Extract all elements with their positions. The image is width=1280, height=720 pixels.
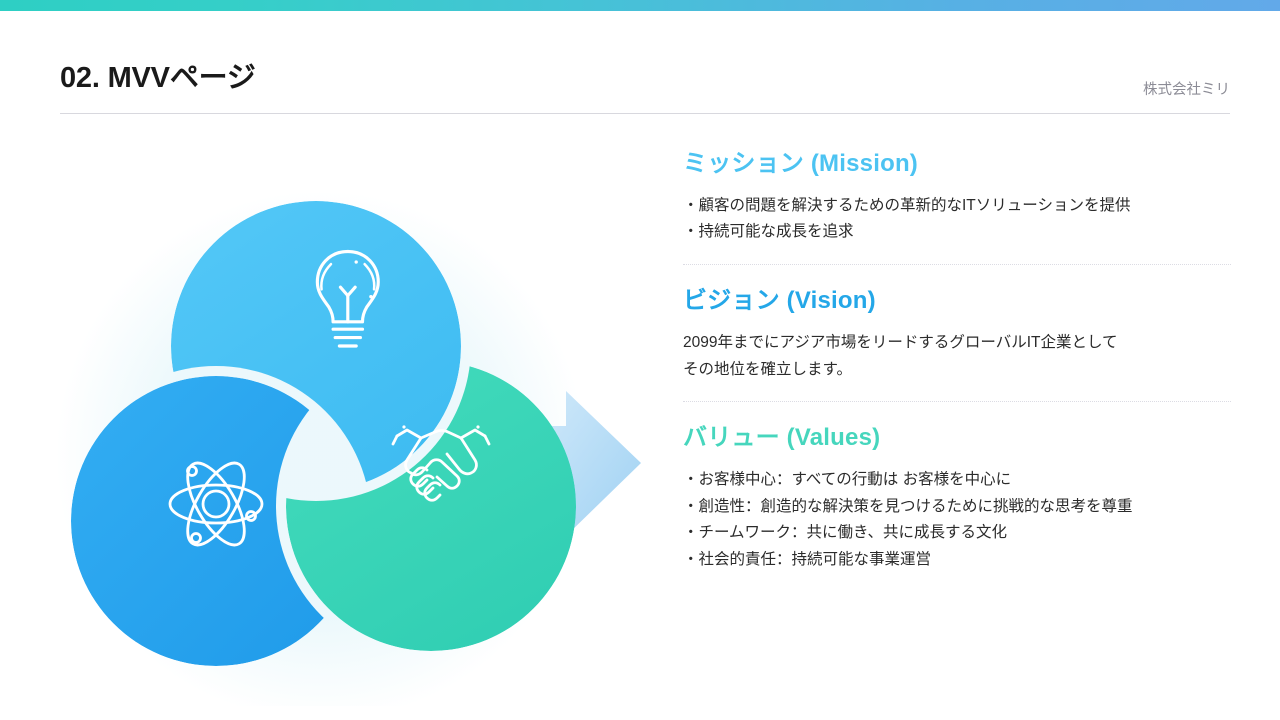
company-name: 株式会社ミリ <box>1143 82 1230 98</box>
header-divider <box>60 113 1230 114</box>
top-gradient-bar <box>0 0 1280 11</box>
bullet-item: ・社会的責任：持続可能な事業運営 <box>683 550 932 568</box>
mvv-venn-diagram <box>36 136 676 706</box>
section-divider <box>683 264 1231 266</box>
section-mission: ミッション (Mission) ・顧客の問題を解決するための革新的なITソリュー… <box>683 150 1231 246</box>
section-title-vision: ビジョン (Vision) <box>683 287 876 315</box>
section-title-values: バリュー (Values) <box>683 424 881 452</box>
section-body-mission: ・顧客の問題を解決するための革新的なITソリューションを提供 ・持続可能な成長を… <box>683 193 1231 246</box>
circle-left-atom <box>71 376 361 666</box>
bullet-item: ・創造性：創造的な解決策を見つけるために挑戦的な思考を尊重 <box>683 497 1133 515</box>
spacer <box>683 265 1231 287</box>
mvv-content-column: ミッション (Mission) ・顧客の問題を解決するための革新的なITソリュー… <box>683 150 1231 574</box>
section-title-mission: ミッション (Mission) <box>683 150 918 177</box>
bullet-item: ・お客様中心：すべての行動は お客様を中心に <box>683 471 1012 489</box>
section-body-vision: 2099年までにアジア市場をリードするグローバルIT企業として その地位を確立し… <box>683 330 1231 383</box>
bullet-item: ・持続可能な成長を追求 <box>683 223 854 241</box>
section-divider <box>683 401 1231 403</box>
page-title: 02. MVVページ <box>60 62 256 94</box>
section-values: バリュー (Values) ・お客様中心：すべての行動は お客様を中心に ・創造… <box>683 424 1231 573</box>
section-vision: ビジョン (Vision) 2099年までにアジア市場をリードするグローバルIT… <box>683 287 1231 383</box>
section-body-values: ・お客様中心：すべての行動は お客様を中心に ・創造性：創造的な解決策を見つける… <box>683 467 1231 574</box>
paragraph-line: その地位を確立します。 <box>683 360 852 378</box>
slide-header: 02. MVVページ 株式会社ミリ <box>60 48 1230 114</box>
paragraph-line: 2099年までにアジア市場をリードするグローバルIT企業として <box>683 333 1118 351</box>
lightbulb-icon <box>315 249 380 348</box>
bullet-item: ・顧客の問題を解決するための革新的なITソリューションを提供 <box>683 196 1131 214</box>
atom-icon <box>168 461 264 547</box>
spacer <box>683 402 1231 424</box>
handshake-icon <box>391 425 491 502</box>
bullet-item: ・チームワーク：共に働き、共に成長する文化 <box>683 524 1007 542</box>
